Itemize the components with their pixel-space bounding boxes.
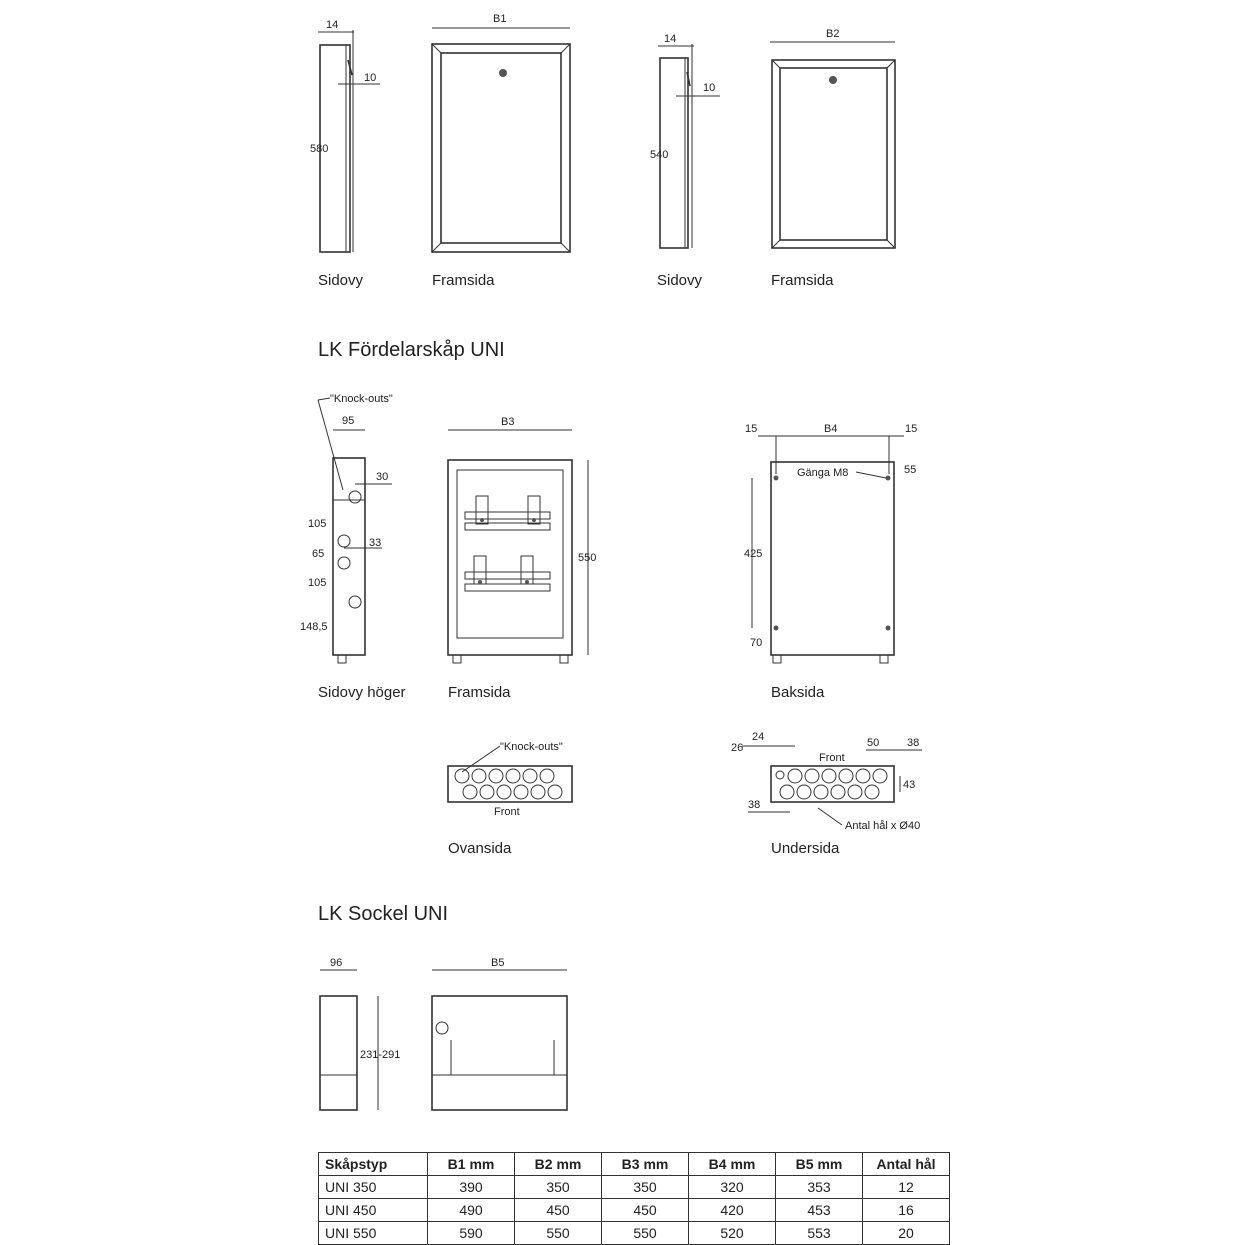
dim-38-a: 38: [907, 737, 919, 749]
cell: 520: [688, 1221, 776, 1245]
cell: 12: [862, 1175, 950, 1199]
label-knockouts-a: "Knock-outs": [330, 393, 393, 405]
dim-33: 33: [369, 537, 381, 549]
header-cell: B5 mm: [775, 1152, 863, 1176]
dim-105-b: 105: [308, 577, 326, 589]
dim-50: 50: [867, 737, 879, 749]
back-view: 15 B4 15 Gänga M8 55 425 70: [744, 423, 917, 664]
knockout-holes-bottom: [775, 768, 888, 800]
dim-b1: B1: [493, 13, 506, 25]
dim-105-a: 105: [308, 518, 326, 530]
cell: 390: [427, 1175, 515, 1199]
label-front-b: Front: [819, 752, 845, 764]
cell: 553: [775, 1221, 863, 1245]
dim-b2: B2: [826, 28, 839, 40]
caption-side-a: Sidovy: [318, 272, 364, 289]
dim-55: 55: [904, 464, 916, 476]
cell: 20: [862, 1221, 950, 1245]
spec-table: Skåpstyp B1 mm B2 mm B3 mm B4 mm B5 mm A…: [318, 1152, 950, 1245]
caption-front-cabinet: Framsida: [448, 684, 511, 701]
table-row: UNI 450 490 450 450 420 453 16: [318, 1198, 950, 1222]
dim-550: 550: [578, 552, 596, 564]
sockel-side-view: 96 231-291: [319, 957, 400, 1111]
dim-b3: B3: [501, 416, 514, 428]
dim-425: 425: [744, 548, 762, 560]
dim-14-b: 14: [664, 33, 676, 45]
dim-10-a: 10: [364, 72, 376, 84]
bottom-view: 24 26 Front 50 38 43 38 Antal hål x Ø40: [731, 731, 922, 832]
caption-top: Ovansida: [448, 840, 512, 857]
knockout-holes-top: [454, 768, 563, 800]
caption-side-right: Sidovy höger: [318, 684, 406, 701]
dim-70: 70: [750, 637, 762, 649]
cell: UNI 550: [318, 1221, 428, 1245]
dim-540: 540: [650, 149, 668, 161]
caption-side-b: Sidovy: [657, 272, 703, 289]
cell: 550: [514, 1221, 602, 1245]
side-view-right: "Knock-outs" 95 30 105 33 65 105 148,5: [300, 393, 393, 664]
caption-front-b: Framsida: [771, 272, 834, 289]
cell: 420: [688, 1198, 776, 1222]
header-cell: Skåpstyp: [318, 1152, 428, 1176]
label-knockouts-b: "Knock-outs": [500, 741, 563, 753]
cell: 453: [775, 1198, 863, 1222]
cell: 450: [514, 1198, 602, 1222]
cell: 353: [775, 1175, 863, 1199]
cell: 490: [427, 1198, 515, 1222]
dim-580: 580: [310, 143, 328, 155]
dim-14-a: 14: [326, 19, 338, 31]
front-view-cabinet: B3 550: [447, 416, 596, 664]
dim-15-a: 15: [745, 423, 757, 435]
table-header-row: Skåpstyp B1 mm B2 mm B3 mm B4 mm B5 mm A…: [318, 1152, 950, 1176]
cell: UNI 450: [318, 1198, 428, 1222]
dim-24: 24: [752, 731, 764, 743]
table-row: UNI 350 390 350 350 320 353 12: [318, 1175, 950, 1199]
dim-96: 96: [330, 957, 342, 969]
caption-front-a: Framsida: [432, 272, 495, 289]
label-holes: Antal hål x Ø40: [845, 820, 920, 832]
cell: UNI 350: [318, 1175, 428, 1199]
dim-38-b: 38: [748, 799, 760, 811]
cell: 16: [862, 1198, 950, 1222]
dim-15-b: 15: [905, 423, 917, 435]
dim-95: 95: [342, 415, 354, 427]
caption-bottom: Undersida: [771, 840, 840, 857]
top-view: "Knock-outs" Front: [447, 741, 573, 818]
header-cell: B3 mm: [601, 1152, 689, 1176]
sockel-front-view: B5: [431, 957, 568, 1111]
dim-231-291: 231-291: [360, 1049, 400, 1061]
dim-43: 43: [903, 779, 915, 791]
dim-b4: B4: [824, 423, 837, 435]
cell: 550: [601, 1221, 689, 1245]
dim-148-5: 148,5: [300, 621, 328, 633]
header-cell: Antal hål: [862, 1152, 950, 1176]
caption-back: Baksida: [771, 684, 825, 701]
label-ganga-m8: Gänga M8: [797, 467, 848, 479]
header-cell: B4 mm: [688, 1152, 776, 1176]
dim-26: 26: [731, 742, 743, 754]
dim-30: 30: [376, 471, 388, 483]
front-view-a: B1: [431, 13, 571, 253]
dim-b5: B5: [491, 957, 504, 969]
side-view-b: 14 10 540: [650, 33, 720, 249]
cell: 450: [601, 1198, 689, 1222]
cell: 350: [601, 1175, 689, 1199]
heading-cabinet: LK Fördelarskåp UNI: [318, 339, 505, 361]
header-cell: B2 mm: [514, 1152, 602, 1176]
header-cell: B1 mm: [427, 1152, 515, 1176]
cell: 320: [688, 1175, 776, 1199]
heading-sockel: LK Sockel UNI: [318, 903, 448, 925]
dim-65: 65: [312, 548, 324, 560]
cell: 350: [514, 1175, 602, 1199]
label-front-a: Front: [494, 806, 520, 818]
side-view-a: 14 10 580: [310, 19, 380, 253]
dim-10-b: 10: [703, 82, 715, 94]
table-row: UNI 550 590 550 550 520 553 20: [318, 1221, 950, 1245]
front-view-b: B2: [770, 28, 896, 249]
cell: 590: [427, 1221, 515, 1245]
